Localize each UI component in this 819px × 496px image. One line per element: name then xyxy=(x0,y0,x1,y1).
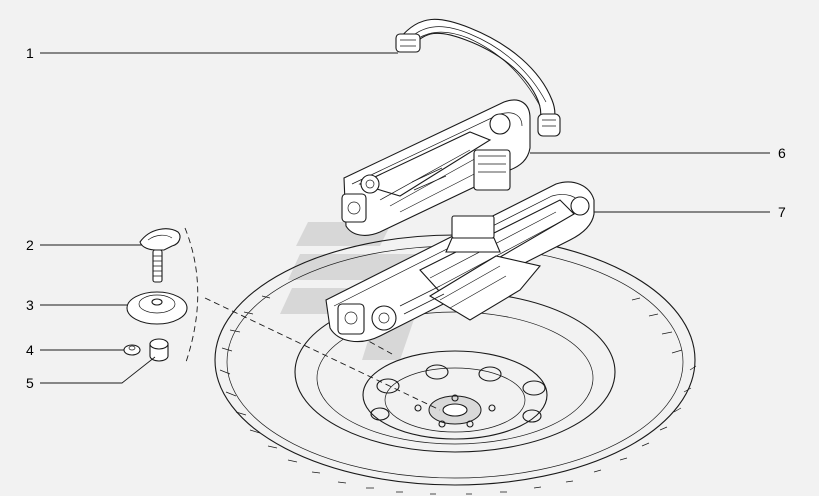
callout-1: 1 xyxy=(26,45,34,61)
rim-edge xyxy=(316,311,594,445)
rim-hole xyxy=(376,378,400,394)
leader-5 xyxy=(40,356,156,384)
bushing-part-5 xyxy=(149,338,169,362)
callout-3: 3 xyxy=(26,297,34,313)
rim-hole xyxy=(370,407,390,421)
rim-hole xyxy=(478,366,502,382)
callout-6: 6 xyxy=(778,145,786,161)
dashed-assembly-line xyxy=(204,297,441,411)
callout-5: 5 xyxy=(26,375,34,391)
wheel-hub-center xyxy=(442,403,468,417)
rim-hole xyxy=(425,364,449,380)
callout-labels: 1 2 3 4 5 6 7 xyxy=(26,45,786,391)
spare-wheel xyxy=(214,234,697,495)
washer-plate-part-3 xyxy=(126,291,188,325)
lug-hole xyxy=(451,394,459,402)
jack-part-7 xyxy=(325,181,595,343)
lug-hole xyxy=(488,404,496,412)
dashed-bracket xyxy=(184,227,199,363)
ring-part-4 xyxy=(123,344,141,356)
jack-part-6 xyxy=(341,99,531,236)
lug-hole xyxy=(438,420,446,428)
callout-leaders xyxy=(40,52,770,384)
dashed-jack-line xyxy=(351,331,393,355)
assembly-leaders xyxy=(184,227,441,411)
rim-hole xyxy=(522,380,546,396)
rim-inner xyxy=(384,367,526,433)
wing-screw-part-2 xyxy=(139,228,181,283)
lug-hole xyxy=(466,420,474,428)
lug-hole xyxy=(414,404,422,412)
rim-hole xyxy=(522,409,542,423)
callout-7: 7 xyxy=(778,204,786,220)
callout-4: 4 xyxy=(26,342,34,358)
strap-part-1 xyxy=(395,18,561,137)
rim-face xyxy=(362,350,548,440)
tire-tread xyxy=(219,295,697,495)
callout-2: 2 xyxy=(26,237,34,253)
